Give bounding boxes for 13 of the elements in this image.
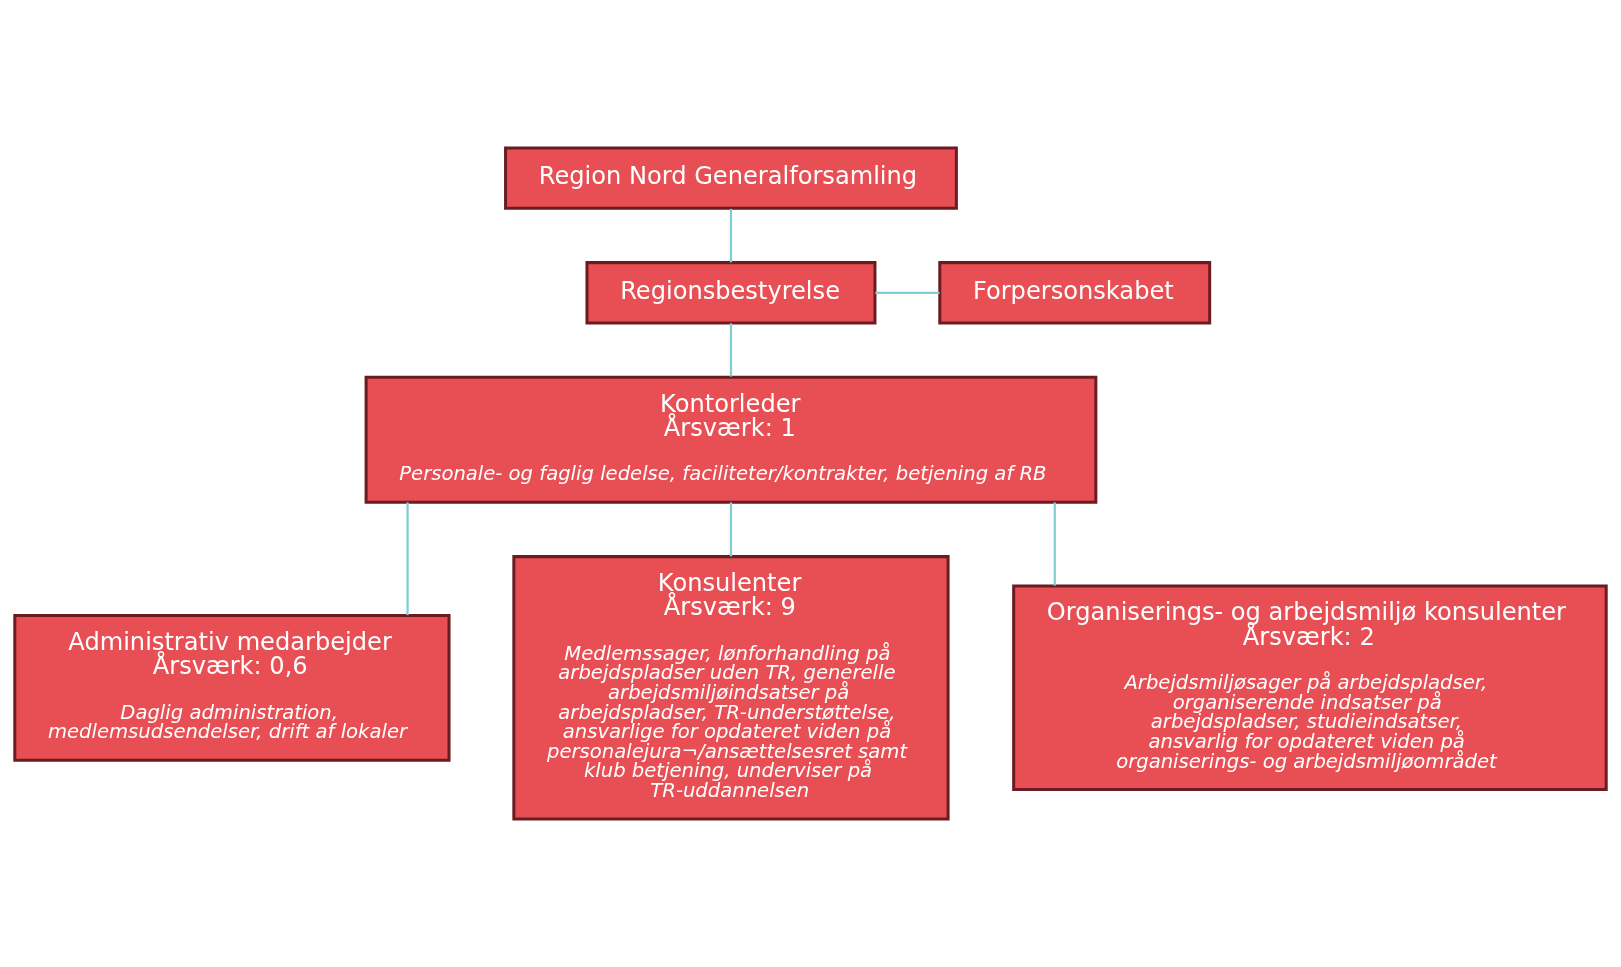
node-box: Region Nord Generalforsamling	[504, 146, 958, 210]
node-box: Konsulenter Årsværk: 9 Medlemssager, lønforhandling på arbejdspladser uden TR, generelle arbejdsmiljøindsatser på arbejdspladser, TR-understøttelse, ansvarlige for opdateret viden på personalejura¬/ansættelsesret samt klub betjening, underviser på TR-uddannelsen	[512, 555, 950, 821]
connector	[1053, 502, 1056, 586]
node-box: Kontorleder Årsværk: 1 Personale- og faglig ledelse, faciliteter/kontrakter, betjening af RB	[364, 375, 1098, 504]
node-box: Forpersonskabet	[938, 261, 1212, 325]
connector	[729, 502, 733, 557]
node-box: Organiserings- og arbejdsmiljø konsulenter Årsværk: 2 Arbejdsmiljøsager på arbejdspladser, organiserende indsatser på arbejdspladser, studieindsatser, ansvarlig for opdateret viden på organiserings- og arbejdsmiljøområdet	[1012, 584, 1608, 792]
node-box: Regionsbestyrelse	[585, 261, 877, 325]
connector	[729, 208, 733, 263]
node-box: Administrativ medarbejder Årsværk: 0,6 Daglig administration, medlemsudsendelser, drift af lokaler	[13, 613, 451, 762]
connector	[729, 323, 733, 377]
connector	[406, 502, 409, 616]
connector	[875, 291, 940, 294]
